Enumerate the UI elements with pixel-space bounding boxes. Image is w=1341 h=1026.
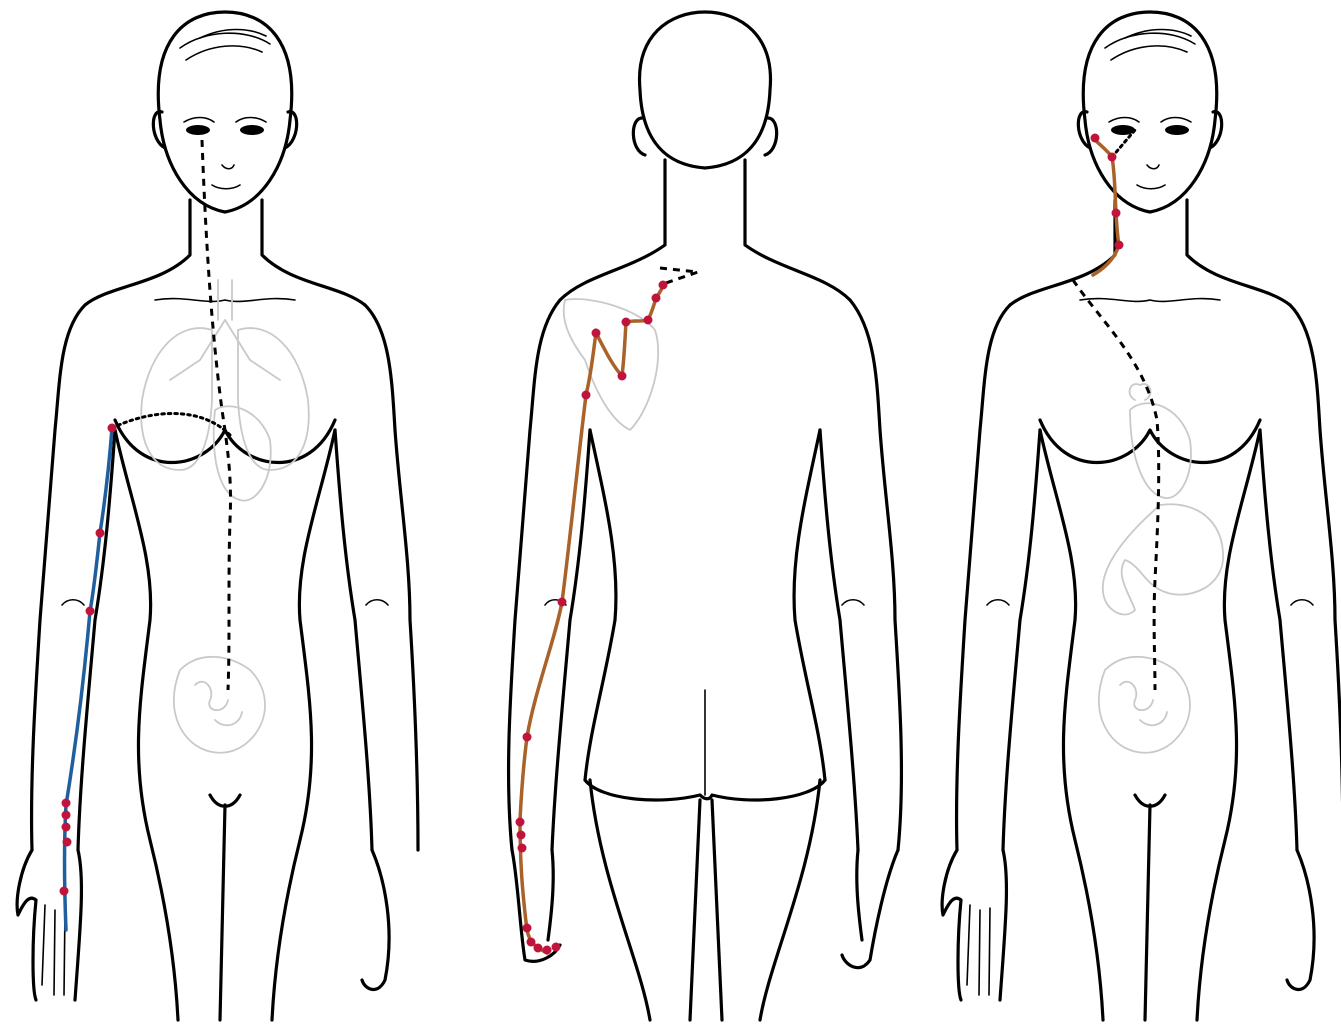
large-intestine-acupoints [516, 281, 668, 955]
internal-pathway-dashed [202, 140, 231, 690]
acupoint [60, 887, 69, 896]
acupoint [62, 823, 71, 832]
intestines-organ [1099, 657, 1190, 753]
acupoint [62, 799, 71, 808]
acupoint [523, 733, 532, 742]
acupoint [543, 946, 552, 955]
acupoint [516, 818, 525, 827]
acupoint [1091, 134, 1100, 143]
acupoint [1112, 209, 1121, 218]
heart-organ [1130, 384, 1191, 498]
acupoint [652, 294, 661, 303]
acupoint [618, 372, 627, 381]
acupoint [644, 316, 653, 325]
acupoint [552, 943, 561, 952]
acupoint [1115, 241, 1124, 250]
acupoint [517, 831, 526, 840]
acupoint [534, 944, 543, 953]
acupoint [592, 329, 601, 338]
heart-organ [214, 406, 271, 500]
internal-pathway-dotted [112, 413, 230, 435]
stomach-organ [1103, 504, 1223, 614]
acupoint [62, 811, 71, 820]
acupoint [96, 529, 105, 538]
acupoint [622, 318, 631, 327]
acupoint [108, 424, 117, 433]
acupoint [558, 598, 567, 607]
figure-front-stomach [942, 12, 1341, 1020]
internal-pathway-dashed [1073, 280, 1159, 690]
acupoint [63, 838, 72, 847]
lung-acupoints [60, 424, 117, 896]
intestines-organ [174, 657, 265, 753]
acupoint [86, 607, 95, 616]
acupoint [659, 281, 668, 290]
large-intestine-meridian-line [520, 285, 663, 953]
figure-front-lung [17, 12, 418, 1020]
figure-back-large-intestine [509, 12, 902, 1020]
acupoint [582, 391, 591, 400]
acupoint [1108, 153, 1117, 162]
acupoint [527, 938, 536, 947]
acupoint [518, 844, 527, 853]
acupoint [523, 924, 532, 933]
